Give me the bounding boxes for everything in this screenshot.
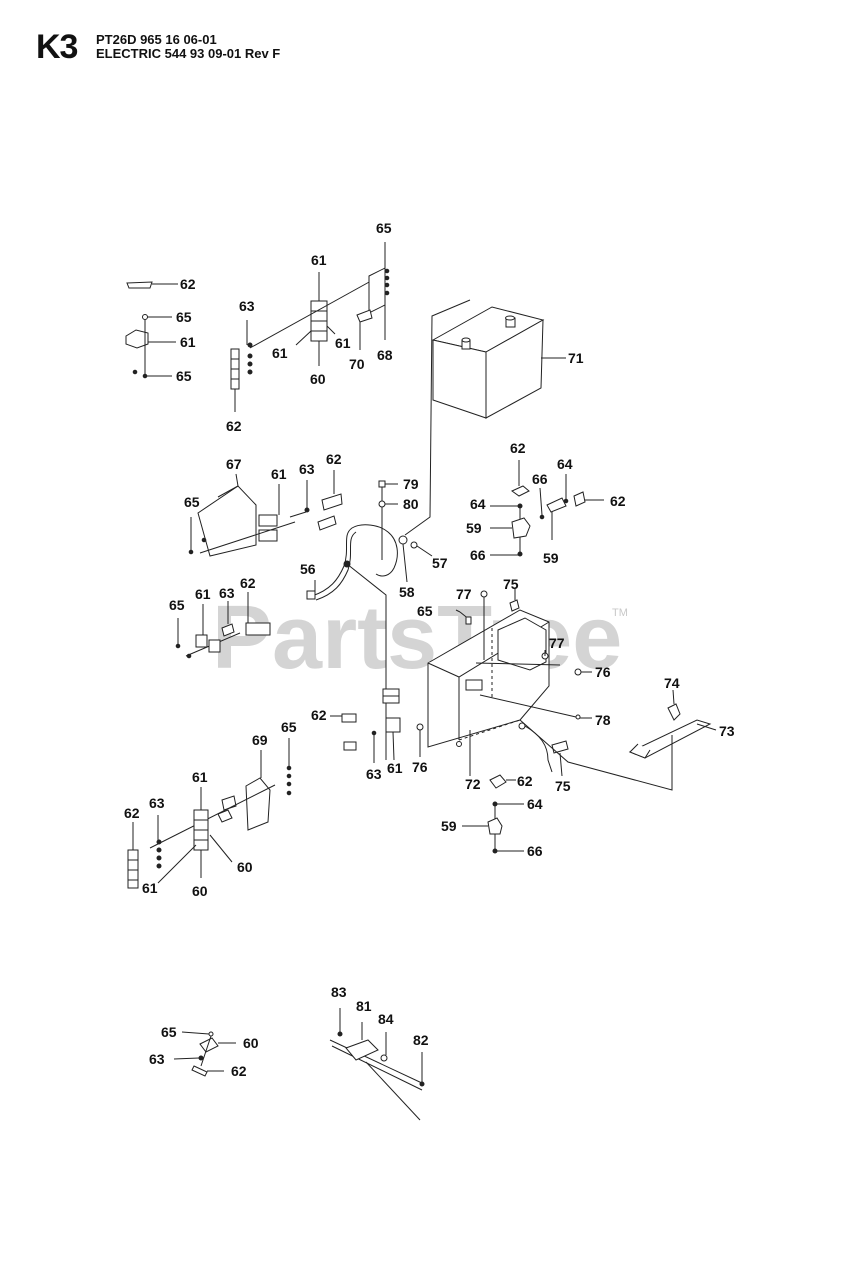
- callout-62: 62: [517, 773, 533, 789]
- callout-59: 59: [441, 818, 457, 834]
- callout-62: 62: [231, 1063, 247, 1079]
- callout-79: 79: [403, 476, 419, 492]
- callout-74: 74: [664, 675, 680, 691]
- callout-66: 66: [532, 471, 548, 487]
- rail: [519, 689, 717, 791]
- callout-65: 65: [169, 597, 185, 613]
- callout-63: 63: [239, 298, 255, 314]
- callout-83: 83: [331, 984, 347, 1000]
- callout-62: 62: [510, 440, 526, 456]
- callout-78: 78: [595, 712, 611, 728]
- group-bottom-small: [173, 1031, 236, 1077]
- callout-75: 75: [503, 576, 519, 592]
- cable-harness: [306, 480, 433, 690]
- callout-labels: 65 61 62 63 65 61 65 61 61 70 68 60 62 7…: [124, 220, 735, 1079]
- callout-63: 63: [219, 585, 235, 601]
- callout-80: 80: [403, 496, 419, 512]
- callout-69: 69: [252, 732, 268, 748]
- callout-64: 64: [470, 496, 486, 512]
- group-relay-bracket: [188, 470, 343, 557]
- callout-60: 60: [237, 859, 253, 875]
- callout-60: 60: [243, 1035, 259, 1051]
- callout-77: 77: [549, 635, 565, 651]
- callout-66: 66: [527, 843, 543, 859]
- callout-77: 77: [456, 586, 472, 602]
- callout-63: 63: [149, 795, 165, 811]
- callout-57: 57: [432, 555, 448, 571]
- battery-tray: [385, 588, 592, 777]
- callout-76: 76: [412, 759, 428, 775]
- callout-61: 61: [271, 466, 287, 482]
- group-terminal-block-lower: [127, 738, 292, 889]
- group-terminal-top-left: [125, 281, 178, 379]
- callout-65: 65: [281, 719, 297, 735]
- callout-76: 76: [595, 664, 611, 680]
- callout-62: 62: [180, 276, 196, 292]
- callout-63: 63: [149, 1051, 165, 1067]
- group-clamps-center: [330, 688, 401, 763]
- callout-60: 60: [192, 883, 208, 899]
- callout-62: 62: [240, 575, 256, 591]
- callout-56: 56: [300, 561, 316, 577]
- callout-73: 73: [719, 723, 735, 739]
- section-code: K3: [36, 28, 78, 66]
- callout-65: 65: [376, 220, 392, 236]
- group-relay-left-mid: [175, 592, 271, 659]
- diagram-title: ELECTRIC 544 93 09-01 Rev F: [96, 46, 281, 61]
- callout-72: 72: [465, 776, 481, 792]
- group-bottom-cable: [329, 1008, 425, 1121]
- callout-61: 61: [180, 334, 196, 350]
- callout-71: 71: [568, 350, 584, 366]
- callout-61: 61: [192, 769, 208, 785]
- watermark: PartsTree: [212, 588, 622, 688]
- callout-65: 65: [176, 368, 192, 384]
- callout-67: 67: [226, 456, 242, 472]
- callout-62: 62: [311, 707, 327, 723]
- callout-59: 59: [543, 550, 559, 566]
- callout-66: 66: [470, 547, 486, 563]
- callout-70: 70: [349, 356, 365, 372]
- callout-62: 62: [226, 418, 242, 434]
- battery: [404, 299, 566, 536]
- callout-63: 65: [176, 309, 192, 325]
- group-relay-right: [490, 460, 604, 557]
- callout-61: 61: [311, 252, 327, 268]
- callout-58: 58: [399, 584, 415, 600]
- callout-61: 61: [335, 335, 351, 351]
- callout-75: 75: [555, 778, 571, 794]
- callout-62: 62: [124, 805, 140, 821]
- callout-61: 61: [195, 586, 211, 602]
- callout-81: 81: [356, 998, 372, 1014]
- callout-61: 61: [272, 345, 288, 361]
- callout-60: 60: [310, 371, 326, 387]
- callout-63: 63: [299, 461, 315, 477]
- callout-68: 68: [377, 347, 393, 363]
- callout-64: 64: [557, 456, 573, 472]
- callout-62: 62: [326, 451, 342, 467]
- callout-65: 65: [184, 494, 200, 510]
- model-number: PT26D 965 16 06-01: [96, 32, 217, 47]
- callout-63: 63: [366, 766, 382, 782]
- callout-62: 62: [610, 493, 626, 509]
- group-terminal-block-top: [230, 242, 390, 412]
- callout-65: 65: [417, 603, 433, 619]
- callout-61: 61: [142, 880, 158, 896]
- callout-82: 82: [413, 1032, 429, 1048]
- callout-84: 84: [378, 1011, 394, 1027]
- group-relay-lower: [462, 774, 524, 854]
- callout-61: 61: [387, 760, 403, 776]
- callout-64: 64: [527, 796, 543, 812]
- callout-59: 59: [466, 520, 482, 536]
- callout-65: 65: [161, 1024, 177, 1040]
- watermark-tm: TM: [612, 607, 628, 619]
